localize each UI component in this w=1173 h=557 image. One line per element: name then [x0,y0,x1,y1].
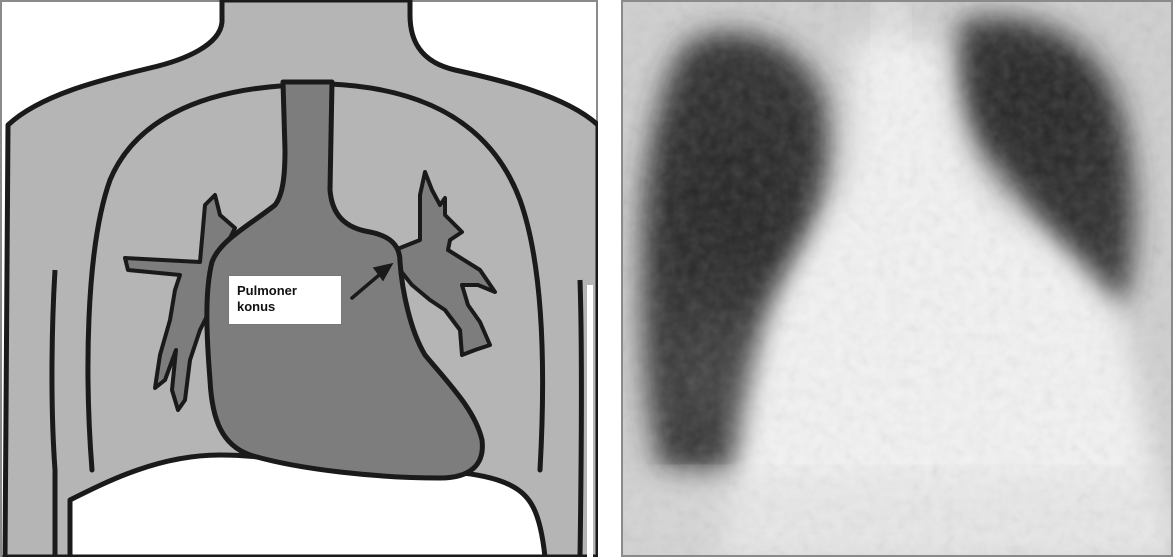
chest-diagram-panel: Pulmoner konus [0,0,598,557]
label-line-1: Pulmoner [237,283,333,299]
right-arm-line [580,280,582,557]
pulmonary-cone-label: Pulmoner konus [228,275,342,325]
chest-xray-image [621,0,1173,557]
label-line-2: konus [237,299,333,315]
chest-xray-panel [621,0,1173,557]
